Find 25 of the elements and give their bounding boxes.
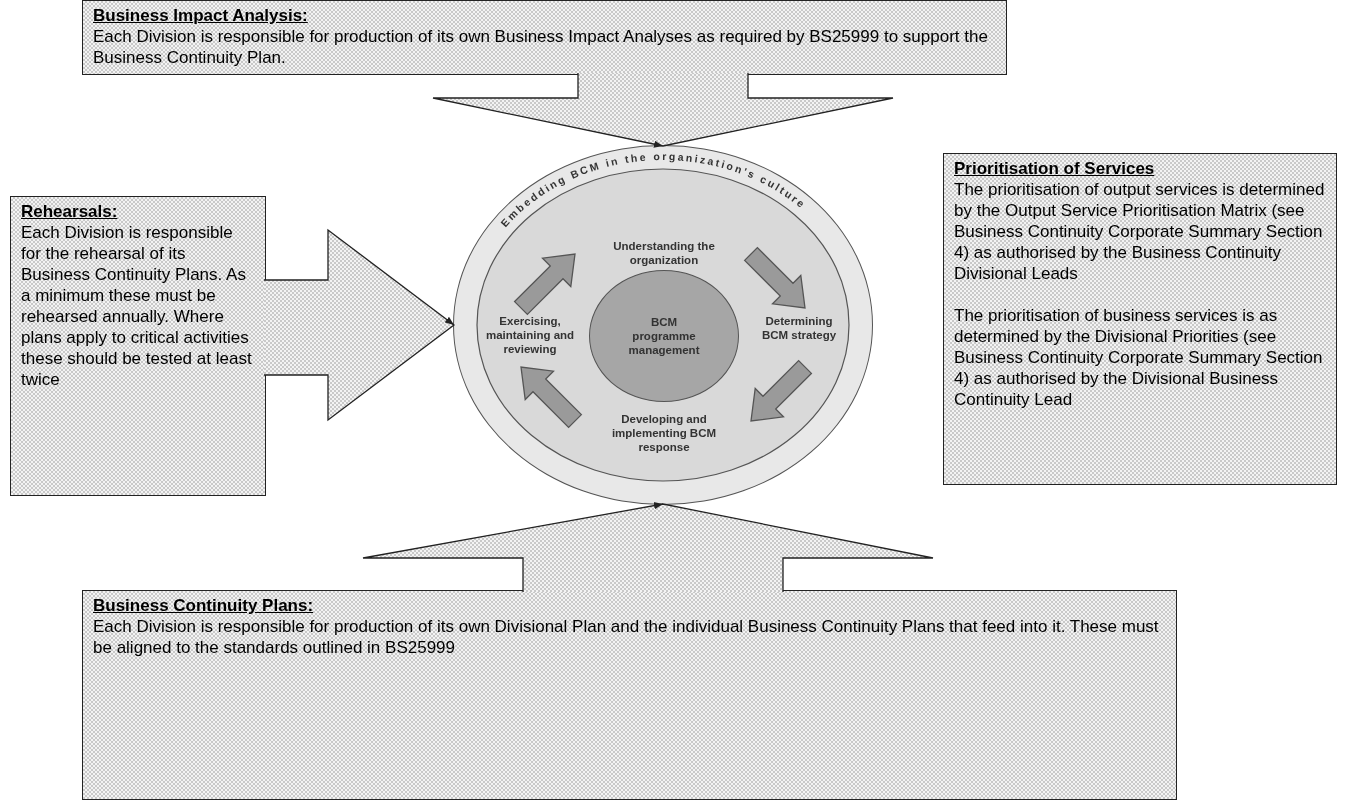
callout-arrow	[263, 228, 456, 422]
cycle-arrow	[513, 252, 576, 315]
callout-arrow	[432, 72, 894, 148]
callout-text: Each Division is responsible for production of its own Divisional Plan and the individual Business Continuity Plans that feed into it. These must be aligned to the standards outlined in BS25999	[93, 616, 1160, 658]
callout-heading: Business Continuity Plans:	[93, 595, 314, 616]
phase-label: Understanding the organization	[589, 239, 739, 267]
callout-arrow	[362, 502, 934, 593]
phase-label: Determining BCM strategy	[754, 314, 844, 342]
callout-text: The prioritisation of business services is as determined by the Divisional Priorities (see Business Continuity Corporate Summary Section 4) as authorised by the Divisional Business Continuity Lead	[954, 305, 1324, 410]
callout-heading: Business Impact Analysis:	[93, 5, 308, 26]
phase-label: Developing and implementing BCM response	[586, 412, 742, 454]
callout-text: Each Division is responsible for the rehearsal of its Business Continuity Plans. As a minimum these must be rehearsed annually. Where plans apply to critical activities these should be tested at least twice	[21, 222, 253, 390]
cycle-arrow	[743, 246, 806, 309]
callout-box	[10, 196, 266, 496]
phase-label: Exercising, maintaining and reviewing	[484, 314, 576, 356]
callout-heading: Prioritisation of Services	[954, 158, 1155, 179]
callout-heading: Rehearsals:	[21, 201, 118, 222]
center-label: BCM programme management	[627, 315, 701, 357]
cycle-arrow	[749, 359, 812, 422]
callout-box	[943, 153, 1337, 485]
callout-text: Each Division is responsible for production of its own Business Impact Analyses as required by BS25999 to support the Business Continuity Plan.	[93, 26, 989, 68]
callout-box	[82, 0, 1007, 75]
callout-text: The prioritisation of output services is determined by the Output Service Prioritisation Matrix (see Business Continuity Corporate Summary Section 4) as authorised by the Business Continuity Divisional Leads	[954, 179, 1326, 284]
callout-box	[82, 590, 1177, 800]
cycle-arrow	[519, 365, 582, 428]
